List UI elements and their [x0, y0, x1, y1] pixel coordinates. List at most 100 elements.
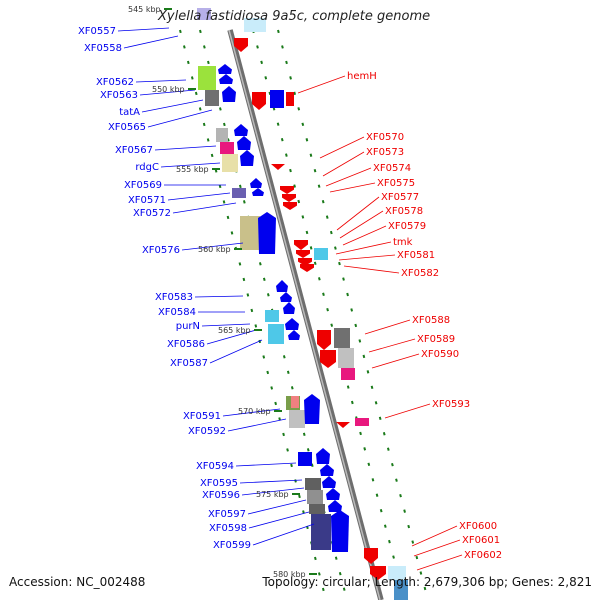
- gene-label-reverse: XF0588: [412, 315, 450, 326]
- leader-line-forward: [247, 499, 307, 515]
- gene-label-reverse: XF0574: [373, 163, 411, 174]
- forward-gene-arrow: [304, 394, 320, 424]
- cog-block: [205, 90, 219, 106]
- gene-label-forward: XF0584: [158, 307, 196, 318]
- genome-summary-text: Topology: circular; Length: 2,679,306 bp…: [262, 575, 592, 589]
- cog-block: [298, 452, 312, 466]
- gene-label-reverse: tmk: [393, 237, 413, 248]
- reverse-gene-arrow: [282, 194, 296, 202]
- gene-label-forward: XF0562: [96, 77, 134, 88]
- tick-label: 545 kbp: [128, 5, 161, 14]
- cog-block: [314, 248, 328, 260]
- gene-label-forward: XF0576: [142, 245, 180, 256]
- reverse-gene-arrow: [320, 350, 336, 368]
- accession-text: Accession: NC_002488: [9, 575, 146, 589]
- cog-block: [240, 216, 260, 250]
- leader-line-forward: [167, 192, 231, 201]
- cog-block: [216, 128, 228, 142]
- leader-line-reverse: [416, 554, 463, 571]
- gene-label-reverse: XF0593: [432, 399, 470, 410]
- leader-lines: [117, 27, 463, 571]
- leader-line-reverse: [411, 525, 458, 547]
- cog-block: [197, 8, 211, 20]
- gene-label-forward: XF0565: [108, 122, 146, 133]
- reverse-gene-arrow: [234, 38, 248, 52]
- leader-line-reverse: [338, 254, 396, 261]
- reverse-gene-arrow: [298, 258, 312, 266]
- gene-label-forward: XF0595: [200, 478, 238, 489]
- cog-block: [307, 490, 323, 504]
- tick-label: 575 kbp: [256, 490, 289, 499]
- forward-gene-arrow: [240, 150, 254, 166]
- gene-label-forward: XF0587: [170, 358, 208, 369]
- forward-gene-arrow: [322, 476, 336, 488]
- gene-label-reverse: XF0601: [462, 535, 500, 546]
- leader-line-reverse: [339, 210, 384, 239]
- guide-line-3: [277, 29, 429, 600]
- gene-label-forward: XF0567: [115, 145, 153, 156]
- reverse-gene-arrow: [300, 264, 314, 272]
- tick-label: 570 kbp: [238, 407, 271, 416]
- gene-label-forward: XF0586: [167, 339, 205, 350]
- guide-line-1: [199, 29, 348, 600]
- tick-label: 550 kbp: [152, 85, 185, 94]
- figure-title: Xylella fastidiosa 9a5c, complete genome: [158, 9, 431, 24]
- leader-line-forward: [141, 99, 204, 113]
- gene-label-reverse: XF0581: [397, 250, 435, 261]
- leader-line-forward: [181, 242, 244, 251]
- cog-block: [265, 310, 279, 322]
- gene-label-reverse: XF0590: [421, 349, 459, 360]
- leader-line-reverse: [364, 319, 411, 335]
- leader-line-forward: [227, 418, 287, 432]
- leader-line-forward: [172, 202, 237, 214]
- cog-block: [289, 410, 305, 428]
- gene-label-forward: XF0594: [196, 461, 234, 472]
- gene-label-forward: XF0557: [78, 26, 116, 37]
- gene-label-forward: XF0558: [84, 43, 122, 54]
- leader-line-forward: [239, 479, 303, 484]
- gene-label-reverse: XF0582: [401, 268, 439, 279]
- forward-gene-arrow: [237, 136, 251, 150]
- leader-line-forward: [252, 523, 315, 546]
- backbone-highlight: [228, 29, 381, 600]
- forward-gene-arrow: [218, 64, 232, 74]
- reverse-gene-arrow: [317, 330, 331, 350]
- cog-block: [334, 328, 350, 348]
- cog-block: [309, 504, 325, 514]
- gene-label-reverse: XF0573: [366, 147, 404, 158]
- gene-label-forward: tatA: [119, 107, 140, 118]
- leader-line-forward: [235, 462, 297, 467]
- forward-gene-arrow: [331, 510, 349, 552]
- leader-line-forward: [194, 295, 244, 298]
- forward-gene-arrow: [328, 500, 342, 512]
- leader-line-reverse: [329, 182, 376, 193]
- dotted-guide-lines: [179, 29, 429, 600]
- tick-label: 580 kbp: [273, 570, 306, 579]
- tick-label: 560 kbp: [198, 245, 231, 254]
- reverse-gene-arrow: [336, 422, 350, 428]
- tick-label: 565 kbp: [218, 326, 251, 335]
- leader-line-reverse: [325, 167, 372, 187]
- cog-block: [244, 18, 266, 32]
- gene-label-reverse: XF0575: [377, 178, 415, 189]
- cog-block: [305, 478, 321, 490]
- gene-label-forward: XF0563: [100, 90, 138, 101]
- leader-line-reverse: [319, 136, 365, 159]
- cog-block: [222, 154, 238, 172]
- leader-line-reverse: [368, 338, 416, 353]
- gene-label-reverse: XF0578: [385, 206, 423, 217]
- forward-gene-arrow: [288, 330, 300, 340]
- leader-line-reverse: [335, 241, 392, 255]
- leader-line-forward: [222, 408, 281, 417]
- gene-label-forward: XF0592: [188, 426, 226, 437]
- leader-line-forward: [209, 339, 263, 364]
- cog-block: [338, 348, 354, 368]
- leader-line-forward: [139, 89, 196, 96]
- gene-label-forward: XF0571: [128, 195, 166, 206]
- gene-label-forward: XF0572: [133, 208, 171, 219]
- cog-block: [286, 92, 294, 106]
- gene-label-reverse: XF0570: [366, 132, 404, 143]
- reverse-gene-arrow: [252, 92, 266, 110]
